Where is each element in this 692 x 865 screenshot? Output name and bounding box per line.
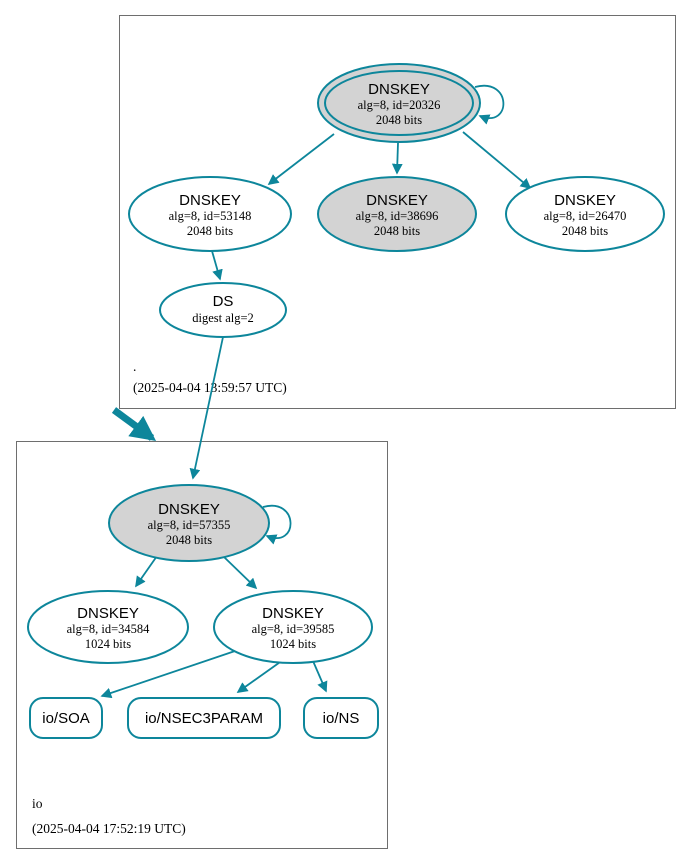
- rrset-rect[interactable]: [127, 697, 281, 739]
- rrset-label: io/NSEC3PARAM: [145, 710, 263, 727]
- node-detail-bits: 2048 bits: [187, 224, 233, 238]
- zone-timestamp-io: (2025-04-04 17:52:19 UTC): [32, 821, 186, 836]
- ksk-inner-ellipse: [324, 70, 474, 136]
- node-title: DNSKEY: [77, 605, 139, 622]
- zone-box-root: . (2025-04-04 13:59:57 UTC): [119, 15, 676, 409]
- node-io-zsk-dnskey-34584[interactable]: DNSKEY alg=8, id=34584 1024 bits: [27, 590, 189, 664]
- node-detail-bits: 2048 bits: [562, 224, 608, 238]
- edge-root-ksk-to-zsk-38696: [391, 142, 403, 175]
- node-ds-record[interactable]: DS digest alg=2: [159, 282, 287, 338]
- edge-zsk-53148-to-ds: [211, 250, 223, 281]
- node-rrset-io-soa[interactable]: io/SOA: [29, 697, 103, 739]
- node-title: DNSKEY: [554, 192, 616, 209]
- edge-io-zsk-to-soa: [100, 649, 239, 699]
- node-title: DNSKEY: [368, 81, 430, 98]
- node-detail-bits: 2048 bits: [166, 533, 212, 547]
- node-detail: alg=8, id=34584: [67, 622, 151, 636]
- zone-name-io: io: [32, 796, 43, 811]
- edge-ds-to-io-ksk: [189, 336, 224, 480]
- zsk-ellipse[interactable]: [505, 176, 665, 252]
- edge-root-ksk-selfsign-loop: [474, 84, 505, 125]
- node-root-zsk-dnskey-38696[interactable]: DNSKEY alg=8, id=38696 2048 bits: [317, 176, 477, 252]
- node-detail-bits: 2048 bits: [374, 224, 420, 238]
- edge-root-zone-to-io-zone-delegation: [111, 407, 157, 441]
- node-root-ksk-dnskey-20326[interactable]: DNSKEY alg=8, id=20326 2048 bits: [317, 63, 481, 143]
- zone-border-root: [119, 15, 676, 409]
- node-root-zsk-dnskey-26470[interactable]: DNSKEY alg=8, id=26470 2048 bits: [505, 176, 665, 252]
- edge-io-ksk-to-zsk-34584: [135, 555, 158, 588]
- node-detail-bits: 1024 bits: [85, 637, 131, 651]
- edge-io-ksk-to-zsk-39585: [223, 556, 258, 590]
- node-detail-bits: 2048 bits: [376, 113, 422, 127]
- edge-io-zsk-to-ns: [312, 660, 328, 693]
- node-io-zsk-dnskey-39585[interactable]: DNSKEY alg=8, id=39585 1024 bits: [213, 590, 373, 664]
- node-detail: alg=8, id=20326: [358, 98, 441, 112]
- edge-io-zsk-to-nsec3param: [236, 659, 284, 693]
- zone-box-io: io (2025-04-04 17:52:19 UTC): [16, 441, 388, 849]
- edge-io-ksk-selfsign-loop: [262, 504, 292, 545]
- zone-border-io: [16, 441, 388, 849]
- edge-root-ksk-to-zsk-26470: [462, 131, 532, 190]
- rrset-label: io/SOA: [42, 710, 90, 727]
- zsk-ellipse[interactable]: [213, 590, 373, 664]
- node-detail: alg=8, id=38696: [356, 209, 439, 223]
- node-title: DNSKEY: [262, 605, 324, 622]
- rrset-rect[interactable]: [303, 697, 379, 739]
- node-io-ksk-dnskey-57355[interactable]: DNSKEY alg=8, id=57355 2048 bits: [108, 484, 270, 562]
- node-detail-bits: 1024 bits: [270, 637, 316, 651]
- ksk-outer-ellipse[interactable]: [317, 63, 481, 143]
- node-title: DNSKEY: [158, 501, 220, 518]
- node-title: DS: [213, 293, 234, 310]
- node-detail: alg=8, id=53148: [169, 209, 252, 223]
- node-detail: alg=8, id=26470: [544, 209, 627, 223]
- node-rrset-io-ns[interactable]: io/NS: [303, 697, 379, 739]
- zsk-ellipse[interactable]: [128, 176, 292, 252]
- rrset-label: io/NS: [323, 710, 360, 727]
- zsk-ellipse[interactable]: [317, 176, 477, 252]
- ds-ellipse[interactable]: [159, 282, 287, 338]
- zone-name-root: .: [133, 359, 136, 374]
- ksk-ellipse[interactable]: [108, 484, 270, 562]
- zone-timestamp-root: (2025-04-04 13:59:57 UTC): [133, 380, 287, 395]
- node-detail: alg=8, id=57355: [148, 518, 231, 532]
- node-detail: alg=8, id=39585: [252, 622, 335, 636]
- node-root-zsk-dnskey-53148[interactable]: DNSKEY alg=8, id=53148 2048 bits: [128, 176, 292, 252]
- node-rrset-io-nsec3param[interactable]: io/NSEC3PARAM: [127, 697, 281, 739]
- node-title: DNSKEY: [179, 192, 241, 209]
- rrset-rect[interactable]: [29, 697, 103, 739]
- node-title: DNSKEY: [366, 192, 428, 209]
- zsk-ellipse[interactable]: [27, 590, 189, 664]
- node-detail: digest alg=2: [192, 311, 254, 325]
- edge-root-ksk-to-zsk-53148: [267, 133, 335, 185]
